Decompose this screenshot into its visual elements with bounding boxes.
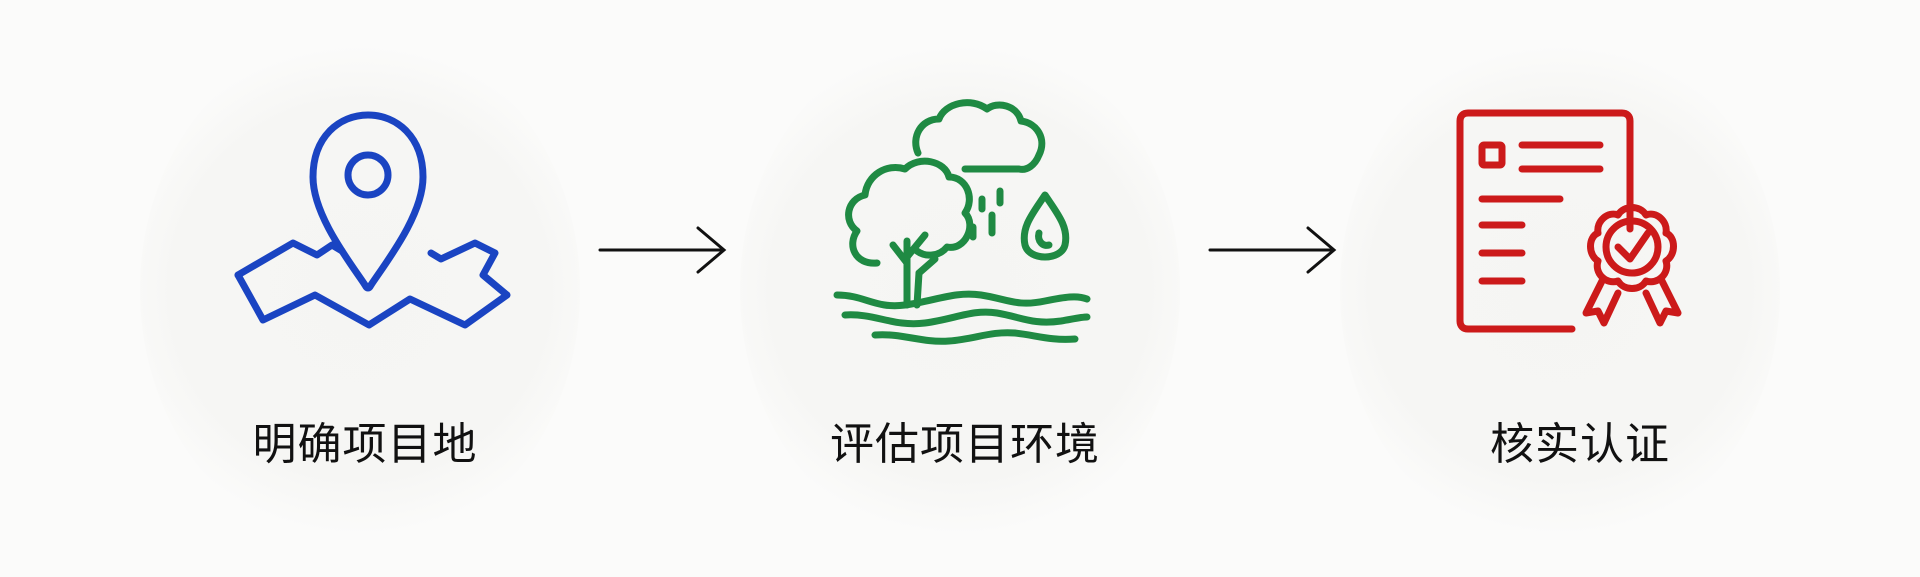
arrow-right-icon xyxy=(1208,226,1337,274)
nature-environment-icon xyxy=(833,99,1091,345)
step-background-2 xyxy=(740,30,1180,550)
arrow-right-icon xyxy=(598,226,727,274)
step-label: 核实认证 xyxy=(1490,419,1670,470)
map-pin-icon xyxy=(234,111,511,329)
certificate-icon xyxy=(1456,109,1682,333)
step-background-3 xyxy=(1340,30,1780,550)
step-label: 明确项目地 xyxy=(252,419,478,470)
step-locate-project: 明确项目地 xyxy=(135,0,595,577)
step-assess-environment: 评估项目环境 xyxy=(735,0,1195,577)
step-label: 评估项目环境 xyxy=(830,419,1100,470)
step-verify-certify: 核实认证 xyxy=(1350,0,1810,577)
